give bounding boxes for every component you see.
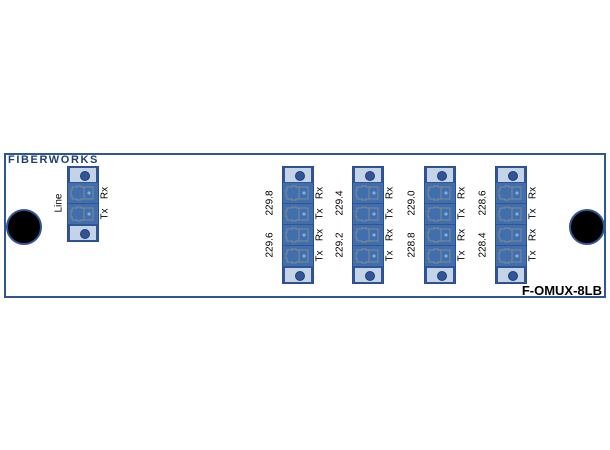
- port-label: Rx: [456, 186, 468, 200]
- lc-port-icon: [70, 206, 94, 222]
- screw-icon: [295, 271, 305, 281]
- line-port-1[interactable]: [68, 204, 98, 225]
- connector-cap: [355, 168, 381, 182]
- module-3-connector: [495, 166, 527, 284]
- connector-cap: [498, 168, 524, 182]
- connector-cap: [427, 268, 453, 282]
- connector-cap: [427, 168, 453, 182]
- lc-port-icon: [70, 185, 94, 201]
- port-label: Rx: [314, 186, 326, 200]
- connector-cap: [498, 268, 524, 282]
- left-mounting-hole: [6, 209, 42, 245]
- port-label: Rx: [314, 228, 326, 242]
- line-port-0[interactable]: [68, 183, 98, 204]
- module-3-port-0[interactable]: [496, 183, 526, 204]
- lc-port-icon: [355, 227, 379, 243]
- lc-port-icon: [285, 227, 309, 243]
- screw-icon: [508, 271, 518, 281]
- screw-icon: [80, 171, 90, 181]
- module-2-port-2[interactable]: [425, 225, 455, 246]
- lc-port-icon: [355, 185, 379, 201]
- screw-icon: [437, 171, 447, 181]
- module-2-port-1[interactable]: [425, 204, 455, 225]
- frequency-label: 228.6: [477, 190, 489, 216]
- lc-port-icon: [355, 206, 379, 222]
- frequency-label: 229.8: [264, 190, 276, 216]
- port-label: Rx: [456, 228, 468, 242]
- lc-port-icon: [427, 248, 451, 264]
- frequency-label: 229.0: [406, 190, 418, 216]
- lc-port-icon: [285, 206, 309, 222]
- module-0-connector: [282, 166, 314, 284]
- port-label: Tx: [314, 250, 326, 262]
- port-label: Tx: [456, 208, 468, 220]
- port-label: Rx: [527, 228, 539, 242]
- lc-port-icon: [427, 206, 451, 222]
- port-label: Tx: [384, 208, 396, 220]
- module-1-port-3[interactable]: [353, 246, 383, 267]
- connector-cap: [285, 168, 311, 182]
- module-3-port-1[interactable]: [496, 204, 526, 225]
- port-label: Tx: [314, 208, 326, 220]
- lc-port-icon: [498, 248, 522, 264]
- screw-icon: [437, 271, 447, 281]
- module-2-connector: [424, 166, 456, 284]
- module-1-port-0[interactable]: [353, 183, 383, 204]
- module-1-port-1[interactable]: [353, 204, 383, 225]
- port-label: Tx: [527, 250, 539, 262]
- lc-port-icon: [355, 248, 379, 264]
- brand-logo: FIBERWORKS: [8, 154, 99, 166]
- lc-port-icon: [427, 227, 451, 243]
- frequency-label: 228.4: [477, 232, 489, 258]
- frequency-label: 229.6: [264, 232, 276, 258]
- line-label: Line: [53, 193, 65, 213]
- port-label: Tx: [99, 208, 111, 220]
- screw-icon: [365, 271, 375, 281]
- screw-icon: [508, 171, 518, 181]
- connector-cap: [285, 268, 311, 282]
- right-mounting-hole: [569, 209, 605, 245]
- lc-port-icon: [498, 185, 522, 201]
- module-0-port-3[interactable]: [283, 246, 313, 267]
- module-3-port-2[interactable]: [496, 225, 526, 246]
- module-0-port-2[interactable]: [283, 225, 313, 246]
- port-label: Rx: [384, 186, 396, 200]
- lc-port-icon: [427, 185, 451, 201]
- screw-icon: [295, 171, 305, 181]
- module-0-port-1[interactable]: [283, 204, 313, 225]
- port-label: Rx: [384, 228, 396, 242]
- port-label: Tx: [456, 250, 468, 262]
- module-1-connector: [352, 166, 384, 284]
- screw-icon: [80, 229, 90, 239]
- module-1-port-2[interactable]: [353, 225, 383, 246]
- lc-port-icon: [285, 248, 309, 264]
- port-label: Tx: [527, 208, 539, 220]
- screw-icon: [365, 171, 375, 181]
- port-label: Rx: [527, 186, 539, 200]
- lc-port-icon: [498, 206, 522, 222]
- model-label: F-OMUX-8LB: [521, 283, 602, 298]
- module-2-port-3[interactable]: [425, 246, 455, 267]
- module-3-port-3[interactable]: [496, 246, 526, 267]
- port-label: Rx: [99, 186, 111, 200]
- connector-cap: [70, 168, 96, 182]
- lc-port-icon: [498, 227, 522, 243]
- port-label: Tx: [384, 250, 396, 262]
- connector-cap: [355, 268, 381, 282]
- lc-port-icon: [285, 185, 309, 201]
- module-2-port-0[interactable]: [425, 183, 455, 204]
- frequency-label: 229.2: [334, 232, 346, 258]
- frequency-label: 228.8: [406, 232, 418, 258]
- module-0-port-0[interactable]: [283, 183, 313, 204]
- line-connector: [67, 166, 99, 242]
- connector-cap: [70, 226, 96, 240]
- frequency-label: 229.4: [334, 190, 346, 216]
